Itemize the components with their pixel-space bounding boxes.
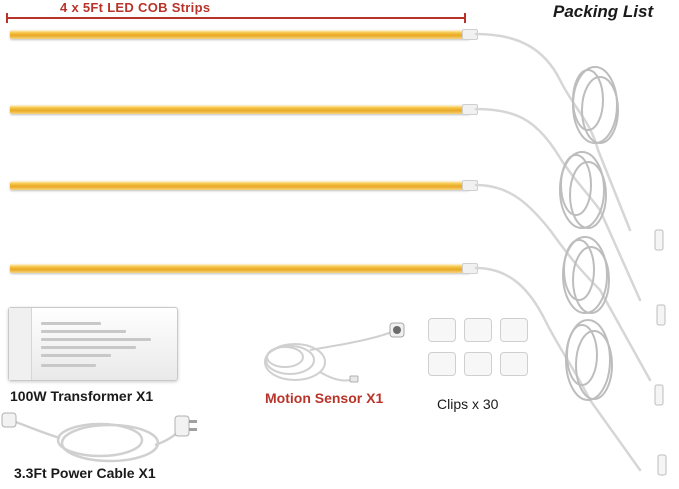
clips-illustration xyxy=(428,318,538,393)
power-cable-caption: 3.3Ft Power Cable X1 xyxy=(14,465,156,481)
length-measure-line xyxy=(6,13,466,23)
power-cable-illustration xyxy=(1,412,197,463)
transformer-caption: 100W Transformer X1 xyxy=(10,388,154,404)
led-strip-2 xyxy=(10,105,470,114)
led-strip-3 xyxy=(10,181,470,190)
led-strip-1 xyxy=(10,30,470,39)
cable-1 xyxy=(474,32,632,232)
clips-caption: Clips x 30 xyxy=(437,396,499,412)
transformer-illustration xyxy=(8,307,178,381)
packing-list-title: Packing List xyxy=(553,2,654,21)
cable-3 xyxy=(474,183,652,382)
cable-4 xyxy=(474,266,642,472)
led-strip-4 xyxy=(10,264,470,273)
motion-sensor-caption: Motion Sensor X1 xyxy=(265,390,384,406)
motion-sensor-illustration xyxy=(264,322,405,383)
strips-label: 4 x 5Ft LED COB Strips xyxy=(60,0,211,15)
